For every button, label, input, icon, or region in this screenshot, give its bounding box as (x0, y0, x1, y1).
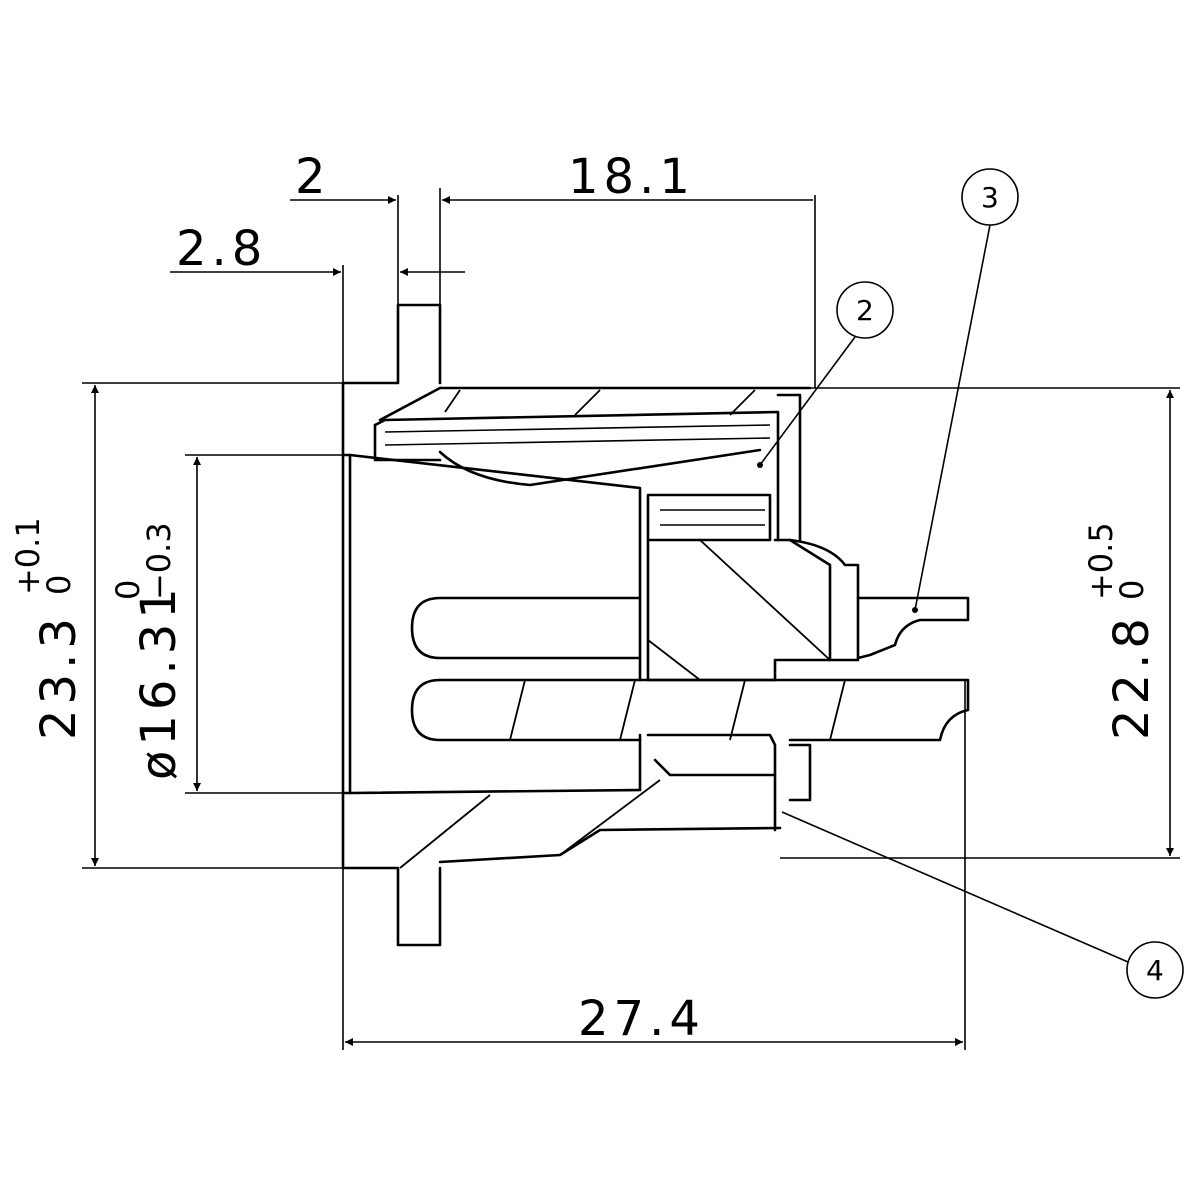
dim-23-3-label: 23.3 (31, 613, 87, 740)
dim-2-8-label: 2.8 (176, 221, 267, 277)
callout-3-label: 3 (981, 181, 999, 214)
dim-23-3-lower-tol: 0 (40, 575, 78, 595)
callout-4: 4 (781, 811, 1184, 999)
dim-18-1-label: 18.1 (568, 149, 695, 205)
dimension-lines (82, 188, 1180, 1050)
dim-16-31-upper-tol: 0 (109, 580, 147, 600)
section-hatching (399, 389, 846, 869)
callout-2-label: 2 (856, 294, 874, 327)
dim-23-3-upper-tol: +0.1 (9, 517, 47, 595)
dim-2-label: 2 (295, 149, 331, 205)
dim-16-31-group: ø16.31 0 −0.3 (109, 522, 187, 780)
callout-4-label: 4 (1146, 954, 1164, 987)
callout-2: 2 (757, 281, 894, 468)
dim-16-31-label: ø16.31 (131, 583, 187, 780)
dim-22-8-group: 22.8 +0.5 0 (1082, 522, 1160, 740)
housing-outline (341, 303, 812, 947)
dim-22-8-label: 22.8 (1104, 613, 1160, 740)
insulator-block (646, 493, 860, 832)
dim-22-8-upper-tol: +0.5 (1082, 522, 1120, 600)
contact-pins (410, 596, 970, 742)
latch-clip (373, 386, 802, 542)
dim-27-4-label: 27.4 (578, 991, 705, 1047)
callout-3: 3 (912, 168, 1019, 613)
dim-22-8-lower-tol: 0 (1113, 580, 1151, 600)
dim-16-31-lower-tol: −0.3 (140, 522, 178, 600)
dim-23-3-group: 23.3 +0.1 0 (9, 517, 87, 740)
